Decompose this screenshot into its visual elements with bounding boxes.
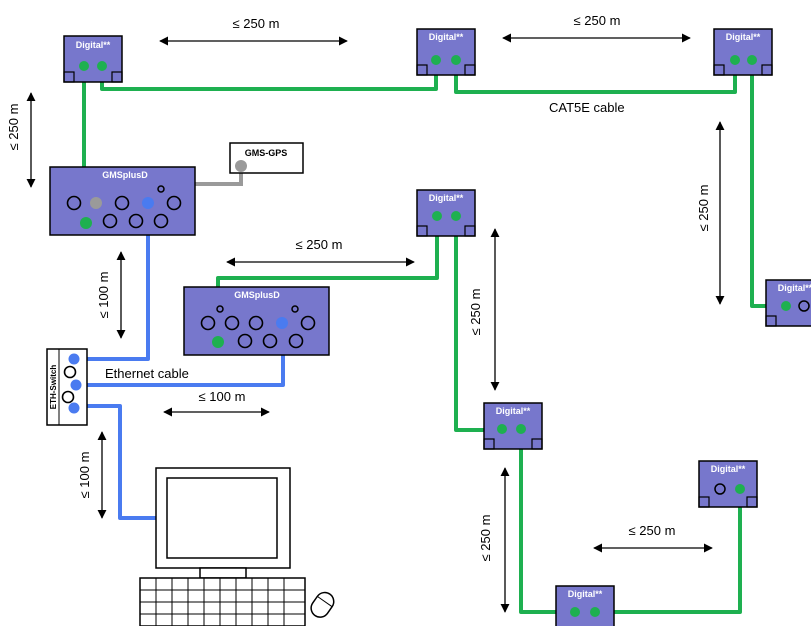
distance-label: ≤ 250 m [296, 237, 343, 252]
cat5e-cable-label: CAT5E cable [549, 100, 625, 115]
eth-switch: ETH-Switch [46, 348, 88, 426]
cat5e-cable-top-right [454, 62, 737, 94]
digital-module: Digital** [555, 585, 615, 626]
digital-label: Digital** [568, 589, 603, 599]
ethernet-cable-pc [74, 404, 158, 520]
distance-label: ≤ 250 m [6, 104, 21, 151]
distance-label: ≤ 250 m [574, 13, 621, 28]
ethernet-cable-label: Ethernet cable [105, 366, 189, 381]
digital-module: Digital** [698, 460, 758, 508]
distance-label: ≤ 100 m [199, 389, 246, 404]
distance-label: ≤ 100 m [77, 452, 92, 499]
digital-module: Digital** [765, 279, 811, 327]
gmsplusd-module-2: GMSplusD [183, 286, 330, 356]
cat5e-cable-right-down [750, 62, 776, 308]
computer-icon [139, 467, 335, 626]
digital-label: Digital** [429, 193, 464, 203]
digital-module: Digital** [416, 189, 476, 237]
distance-label: ≤ 250 m [478, 515, 493, 562]
mouse-icon [310, 591, 335, 618]
distance-label: ≤ 250 m [629, 523, 676, 538]
distance-label: ≤ 250 m [696, 185, 711, 232]
digital-label: Digital** [726, 32, 761, 42]
digital-label: Digital** [711, 464, 746, 474]
digital-label: Digital** [76, 40, 111, 50]
digital-module: Digital** [713, 28, 773, 76]
digital-label: Digital** [429, 32, 464, 42]
cat5e-cable-bottom-right [595, 491, 742, 614]
gms-gps-module: GMS-GPS [229, 142, 304, 174]
digital-module: Digital** [483, 402, 543, 450]
cat5e-cable-bottom [519, 430, 575, 614]
distance-label: ≤ 100 m [96, 272, 111, 319]
cat5e-cable-top [100, 62, 438, 91]
ethernet-cable-gms1 [74, 203, 150, 361]
eth-switch-label: ETH-Switch [49, 365, 58, 410]
digital-module: Digital** [63, 35, 123, 83]
digital-label: Digital** [778, 283, 811, 293]
gmsplusd-module-1: GMSplusD [49, 166, 196, 236]
gmsplusd-label: GMSplusD [102, 170, 148, 180]
digital-module: Digital** [416, 28, 476, 76]
distance-label: ≤ 250 m [233, 16, 280, 31]
digital-label: Digital** [496, 406, 531, 416]
gms-gps-label: GMS-GPS [245, 148, 288, 158]
distance-label: ≤ 250 m [468, 289, 483, 336]
distance-arrows [26, 33, 725, 613]
gmsplusd-label: GMSplusD [234, 290, 280, 300]
